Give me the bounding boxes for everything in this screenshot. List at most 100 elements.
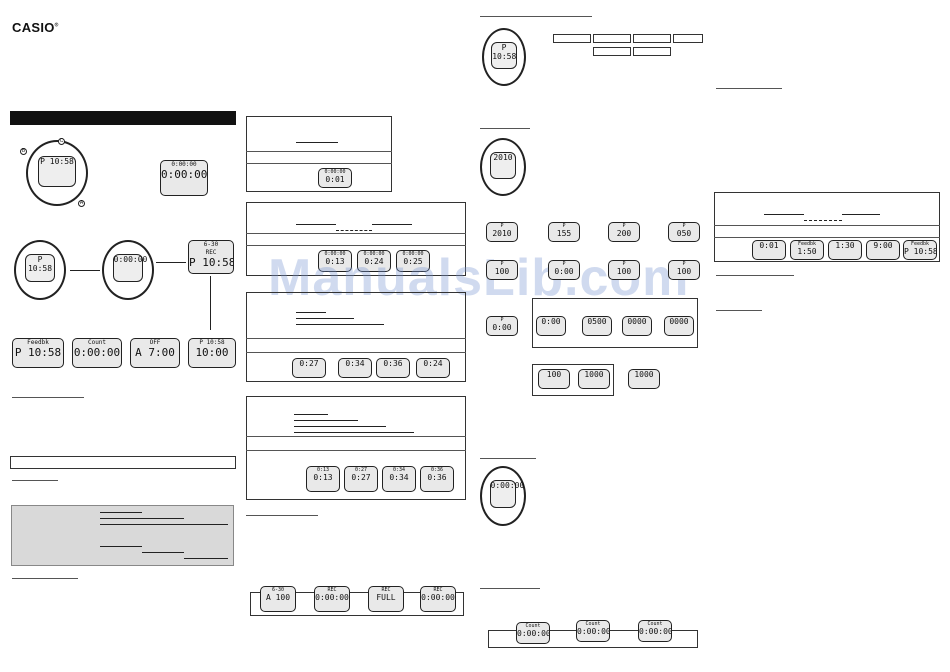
lcd-top-row: 0:00:00: [171, 161, 197, 168]
section-divider: [12, 578, 78, 579]
flow-box: [593, 34, 631, 43]
section-divider: [12, 397, 84, 398]
section-header-bar: [10, 111, 236, 125]
timing-arrow: [100, 512, 142, 513]
lcd-recall-c: 1:30: [828, 240, 862, 260]
lcd-alarm-display: OFF A 7:00: [130, 338, 180, 368]
timing-arrow: [764, 214, 804, 215]
lcd-set-d: 0000: [664, 316, 694, 336]
timing-arrow: [296, 318, 354, 319]
flow-box: [633, 47, 671, 56]
flow-arrow: [70, 270, 100, 271]
table-recall: [714, 192, 940, 262]
lcd-recall-a: 0:01: [752, 240, 786, 260]
lcd-confirm-c: 1000: [628, 369, 660, 389]
table-row-line: [246, 151, 392, 152]
timing-arrow: [296, 142, 338, 143]
lcd-split-f: 0:34: [338, 358, 372, 378]
flow-box: [553, 34, 591, 43]
timing-arrow: [294, 414, 328, 415]
lcd-set-b: 0500: [582, 316, 612, 336]
lcd-count-display: Count 0:00:00: [72, 338, 122, 368]
table-row-line: [714, 237, 940, 238]
flow-arrow: [156, 262, 186, 263]
timing-arrow: [294, 420, 358, 421]
timing-arrow: [842, 214, 880, 215]
watch-mode-stopwatch: 0:00:00: [102, 240, 154, 300]
watch-diagram-pace: 2010: [480, 138, 526, 196]
timing-arrow: [294, 426, 386, 427]
timing-arrow: [296, 324, 384, 325]
table-multi-lap: [246, 396, 466, 500]
lcd-feedback-display: Feedbk P 10:58: [12, 338, 64, 368]
flow-box: [633, 34, 671, 43]
watch-diagram-main: P 10:58: [26, 140, 88, 206]
table-row-line: [246, 436, 466, 437]
watch-time-readout: P 10:58: [40, 156, 74, 166]
table-row-line: [246, 233, 466, 234]
button-a-icon: A: [78, 200, 85, 207]
lcd-split-e: 0:27: [292, 358, 326, 378]
section-divider: [480, 458, 536, 459]
rec-loop-frame: [250, 592, 464, 616]
section-divider: [716, 88, 782, 89]
lcd-split-h: 0:24: [416, 358, 450, 378]
lcd-main-row: 0:00:00: [161, 168, 208, 181]
section-divider: [246, 515, 318, 516]
table-row-line: [246, 450, 466, 451]
table-row-line: [246, 338, 466, 339]
section-divider: [12, 480, 58, 481]
table-simple-timing: [246, 116, 392, 192]
flow-box: [593, 47, 631, 56]
timing-arrow: [296, 224, 336, 225]
timing-arrow: [294, 432, 414, 433]
table-row-line: [246, 245, 466, 246]
timing-arrow-dashed: [336, 230, 372, 231]
lcd-rec-display: 6-30 REC P 10:58: [188, 240, 234, 274]
table-split-timing: [246, 202, 466, 276]
timing-arrow: [142, 552, 184, 553]
lcd-timer-display: P 10:58 10:00: [188, 338, 236, 368]
section-divider: [480, 128, 530, 129]
pace-confirm-frame: [532, 364, 614, 396]
timing-chart-gray: [11, 505, 234, 566]
timing-arrow-dashed: [804, 220, 842, 221]
timing-arrow: [184, 558, 228, 559]
lcd-confirm-b: 1000: [578, 369, 610, 389]
lcd-confirm-a: 100: [538, 369, 570, 389]
section-divider: [480, 16, 592, 17]
watch-rec-lcd: P 10:58: [491, 41, 517, 69]
flow-box: [673, 34, 703, 43]
table-row-line: [246, 163, 392, 164]
timing-arrow: [100, 518, 184, 519]
timing-arrow: [296, 312, 326, 313]
watch-mode-time: P 10:58: [14, 240, 66, 300]
button-b-icon: B: [20, 148, 27, 155]
watch-mode-time-lcd: P 10:58: [24, 254, 56, 283]
table-row-line: [246, 352, 466, 353]
timing-arrow: [100, 546, 142, 547]
watch-count-lcd: 0:00:00: [489, 480, 524, 509]
